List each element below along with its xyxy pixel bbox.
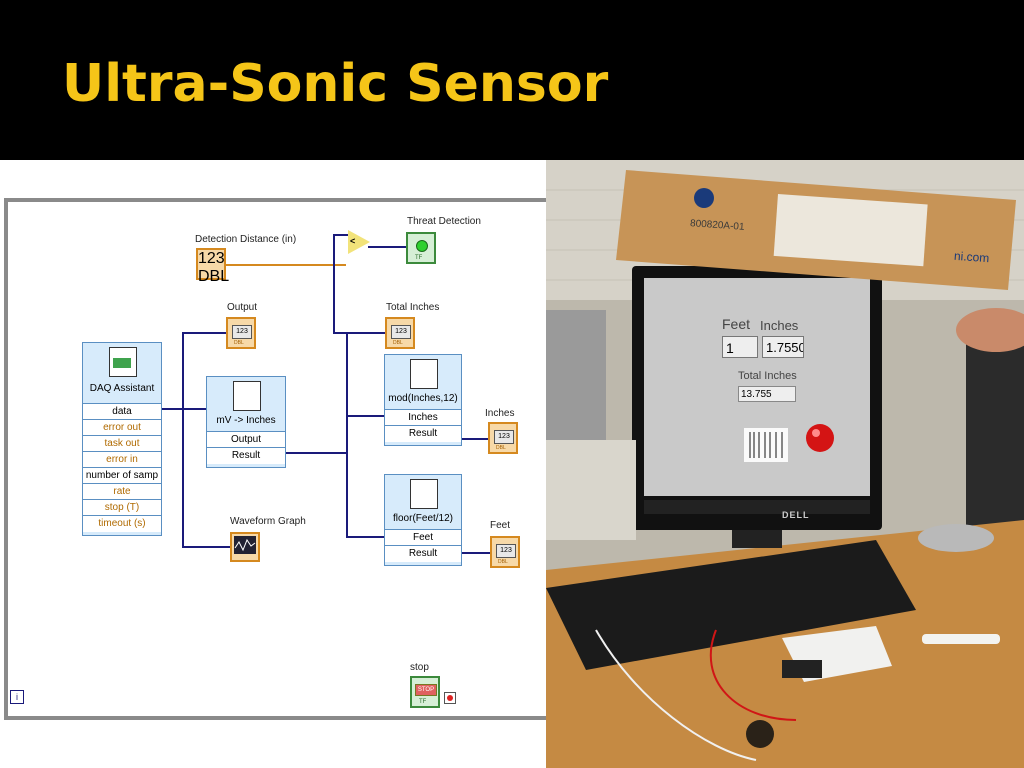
formula-icon [233,381,261,411]
daq-terminal-task-out[interactable]: task out [83,435,161,452]
daq-terminal-error-out[interactable]: error out [83,419,161,436]
mod-result-terminal[interactable]: Result [385,425,461,442]
mv-to-inches-title: mV -> Inches [216,415,276,426]
led-icon [416,240,428,252]
numeric-icon: 123 [198,250,225,267]
daq-terminal-data[interactable]: data [83,403,161,420]
formula-icon [410,479,438,509]
floor-feet-terminal[interactable]: Feet [385,529,461,546]
loop-condition-terminal[interactable] [444,692,456,704]
wire-to-mod [346,415,384,417]
dbl-tag: DBL [198,268,230,285]
distance-wire [226,264,346,266]
setup-photo: 800820A-01 ni.com Feet Inches 1 1.7550 T… [546,160,1024,768]
wire-total-inches [333,332,385,334]
wire-to-floor [346,536,384,538]
waveform-graph-label: Waveform Graph [230,516,306,527]
formula-icon [410,359,438,389]
wire-to-mv [182,408,206,410]
wire-compare-vertical [333,234,335,334]
feet-indicator[interactable]: 123 DBL [490,536,520,568]
wire-to-waveform [182,546,230,548]
detection-distance-label: Detection Distance (in) [195,234,297,245]
slide-title: Ultra-Sonic Sensor [62,54,609,114]
wire-daq-trunk [182,332,184,548]
dbl-tag: DBL [393,340,403,346]
inches-label: Inches [485,408,515,419]
screen-total-inches-label: Total Inches [738,370,797,382]
mv-to-inches-node[interactable]: mV -> Inches Output Result [206,376,286,468]
daq-terminal-stop[interactable]: stop (T) [83,499,161,516]
feet-label: Feet [490,520,511,531]
dbl-tag: DBL [234,340,244,346]
daq-icon-graphic [113,358,131,368]
wire-to-output [182,332,228,334]
numeric-icon: 123 [494,430,514,444]
numeric-icon: 123 [496,544,516,558]
less-than-icon: < [350,236,356,246]
floor-result-terminal[interactable]: Result [385,545,461,562]
mv-result-terminal[interactable]: Result [207,447,285,464]
title-band: Ultra-Sonic Sensor [0,0,1024,160]
detection-distance-control[interactable]: 123 DBL [196,248,229,285]
screen-feet-value: 1 [722,336,758,358]
wire-compare-in [333,234,349,236]
mv-output-terminal[interactable]: Output [207,431,285,448]
stop-label: stop [410,662,429,673]
screen-inches-label: Inches [760,318,799,333]
screen-feet-label: Feet [722,316,751,332]
mod-inches-terminal[interactable]: Inches [385,409,461,426]
output-label: Output [227,302,258,313]
threat-detection-indicator[interactable]: TF [406,232,436,264]
box-url: ni.com [953,248,990,266]
floor-feet-title: floor(Feet/12) [392,513,454,524]
numeric-icon: 123 [391,325,411,339]
less-than-compare-node[interactable] [348,230,370,254]
daq-terminal-number-of-samples[interactable]: number of samp [83,467,161,484]
wire-mv-result [286,452,348,454]
inches-indicator[interactable]: 123 DBL [488,422,518,454]
wire-mod-out [462,438,490,440]
wire-compare-out [368,246,406,248]
threat-detection-label: Threat Detection [407,216,481,227]
daq-terminal-rate[interactable]: rate [83,483,161,500]
block-diagram-panel: Detection Distance (in) 123 DBL < Threat… [0,160,554,768]
numeric-icon: 123 [232,325,252,339]
stop-control[interactable]: STOP TF [410,676,440,708]
mod-inches-node[interactable]: mod(Inches,12) Inches Result [384,354,462,446]
tf-tag: TF [419,699,427,705]
output-indicator[interactable]: 123 DBL [226,317,256,349]
dbl-tag: DBL [498,559,508,565]
waveform-graph-indicator[interactable] [230,532,260,562]
monitor-brand: DELL [782,510,810,520]
wire-daq-data [162,408,184,410]
total-inches-label: Total Inches [386,302,440,313]
stop-button[interactable]: STOP [415,684,437,696]
info-icon[interactable]: i [10,690,24,704]
daq-assistant-node[interactable]: DAQ Assistant data error out task out er… [82,342,162,536]
screen-total-inches-value: 13.755 [738,386,796,402]
waveform-graph-icon [234,536,256,554]
daq-assistant-title: DAQ Assistant [89,383,155,394]
daq-icon [109,347,137,377]
total-inches-indicator[interactable]: 123 DBL [385,317,415,349]
wire-floor-out [462,552,490,554]
tf-tag: TF [415,255,423,261]
daq-terminal-timeout[interactable]: timeout (s) [83,515,161,532]
stop-if-true-icon [447,695,453,701]
daq-terminal-error-in[interactable]: error in [83,451,161,468]
mod-inches-title: mod(Inches,12) [388,393,458,404]
floor-feet-node[interactable]: floor(Feet/12) Feet Result [384,474,462,566]
wire-result-trunk [346,332,348,536]
screen-inches-value: 1.7550 [762,336,804,358]
dbl-tag: DBL [496,445,506,451]
setup-photo-graphic [546,160,1024,768]
